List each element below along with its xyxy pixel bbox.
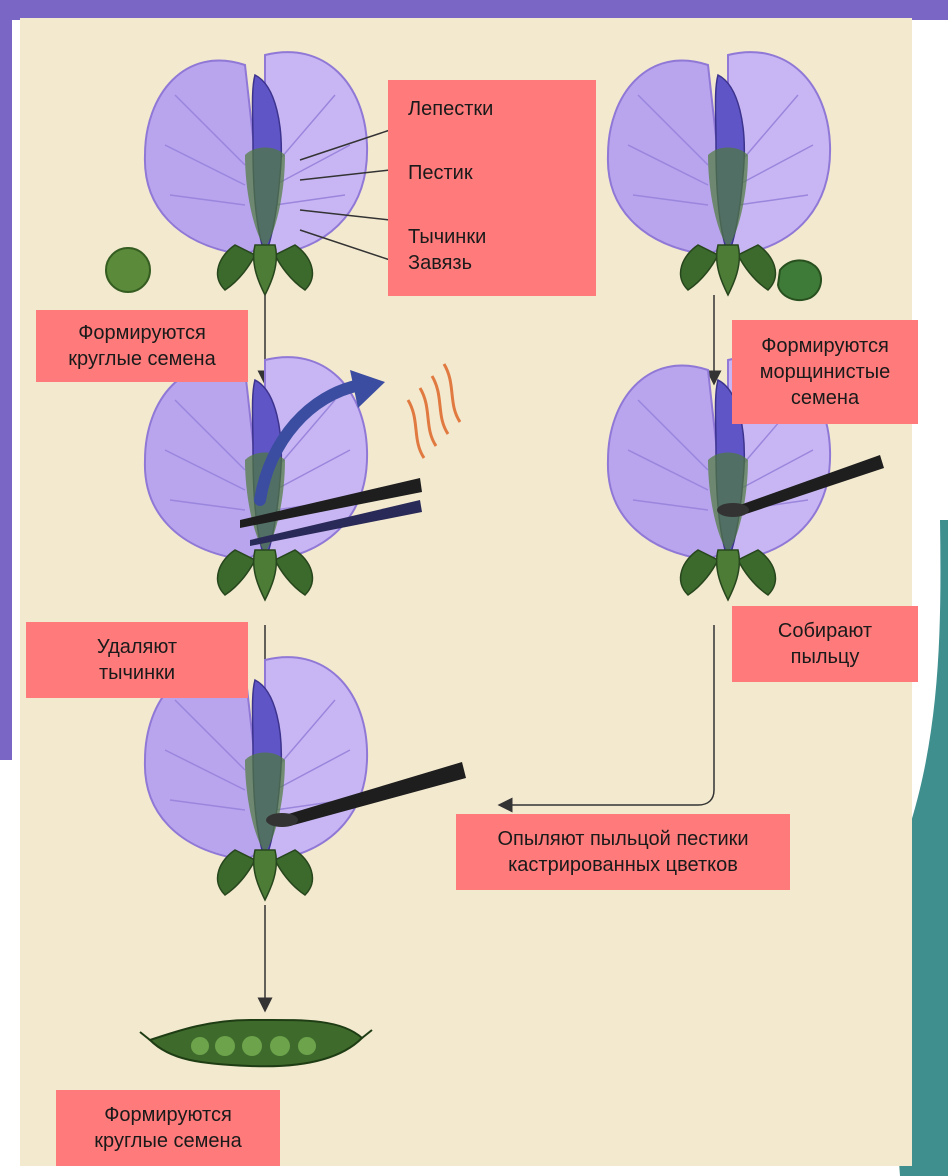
flower-parts-label: Лепестки Пестик Тычинки Завязь	[388, 80, 596, 296]
label-stamens: Тычинки	[408, 224, 596, 250]
pollinate-label: Опыляют пыльцой пестики кастрированных ц…	[456, 814, 790, 890]
label-line: Формируются	[761, 333, 889, 359]
wrinkled-pea	[778, 260, 821, 300]
label-line: семена	[791, 385, 859, 411]
round-pea	[106, 248, 150, 292]
label-petals: Лепестки	[408, 96, 596, 122]
label-line: пыльцу	[791, 644, 860, 670]
round-seeds-bottom-label: Формируются круглые семена	[56, 1090, 280, 1166]
collect-pollen-label: Собирают пыльцу	[732, 606, 918, 682]
brush-tip	[717, 503, 749, 517]
label-line: Собирают	[778, 618, 872, 644]
label-line: Формируются	[78, 320, 206, 346]
label-line: круглые семена	[68, 346, 215, 372]
label-line: кастрированных цветков	[508, 852, 738, 878]
remove-stamens-label: Удаляют тычинки	[26, 622, 248, 698]
wrinkled-seeds-label: Формируются морщинистые семена	[732, 320, 918, 424]
label-line: Формируются	[104, 1102, 232, 1128]
brush-tip	[266, 813, 298, 827]
label-line: Удаляют	[97, 634, 177, 660]
label-line: круглые семена	[94, 1128, 241, 1154]
round-seeds-top-label: Формируются круглые семена	[36, 310, 248, 382]
label-ovary: Завязь	[408, 250, 596, 276]
label-line: Опыляют пыльцой пестики	[497, 826, 748, 852]
label-line: морщинистые	[760, 359, 891, 385]
label-pistil: Пестик	[408, 160, 596, 186]
label-line: тычинки	[99, 660, 175, 686]
